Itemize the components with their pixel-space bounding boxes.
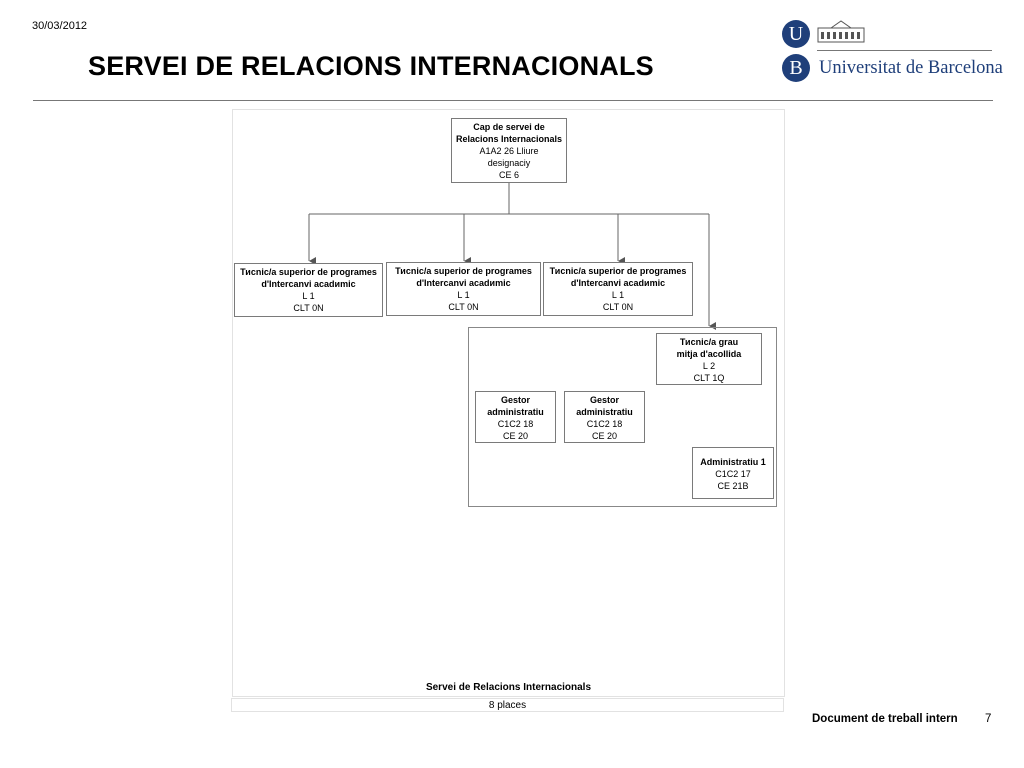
node-title-line: Cap de servei de	[473, 122, 545, 132]
university-logo: U B Universitat de Barcelona	[779, 18, 1003, 88]
date-label: 30/03/2012	[32, 20, 88, 32]
node-title-line: Тиcnic/a grau	[679, 337, 739, 347]
node-detail-line: CE 20	[591, 431, 617, 441]
document-label: Document de treball intern	[812, 713, 958, 725]
page-number: 7	[985, 713, 992, 725]
unit-label: Servei de Relacions Internacionals	[425, 682, 592, 693]
logo-text: Universitat de Barcelona	[819, 58, 1003, 78]
header-divider	[33, 100, 993, 101]
node-title-line: Gestor	[500, 395, 530, 405]
node-detail-line: C1C2 18	[586, 419, 623, 429]
node-detail-line: C1C2 18	[497, 419, 534, 429]
logo-divider	[817, 50, 992, 51]
node-gestor-2: Gestor administratiu C1C2 18 CE 20	[564, 391, 645, 443]
node-detail-line: CE 20	[502, 431, 528, 441]
node-detail-line: A1A2 26 Lliure	[479, 146, 539, 156]
node-title-line: administratiu	[487, 407, 544, 417]
node-title-line: administratiu	[576, 407, 633, 417]
node-title-line: d'Intercanvi acadиmic	[261, 279, 356, 289]
node-title-line: Relacions Internacionals	[455, 134, 563, 144]
node-detail-line: L 2	[702, 361, 716, 371]
node-title-line: Gestor	[589, 395, 619, 405]
node-detail-line: CE 6	[498, 170, 519, 180]
node-detail-line: CE 21B	[717, 481, 749, 491]
building-icon	[817, 20, 865, 43]
node-detail-line: L 1	[302, 291, 315, 301]
logo-seal-b: B	[782, 54, 810, 82]
node-title-line: d'Intercanvi acadиmic	[570, 278, 666, 288]
node-tecnic-superior-2: Тиcnic/a superior de programes d'Interca…	[386, 262, 541, 316]
org-chart-frame	[232, 109, 785, 697]
node-cap-servei: Cap de servei de Relacions Internacional…	[451, 118, 567, 183]
node-detail-line: L 1	[457, 290, 470, 300]
node-title-line: Тиcnic/a superior de programes	[240, 267, 377, 277]
node-title-line: mitja d'acollida	[676, 349, 742, 359]
node-detail-line: designaciу	[487, 158, 531, 168]
node-title-line: Тиcnic/a superior de programes	[395, 266, 532, 276]
node-detail-line: CLT 0N	[602, 302, 634, 312]
node-title-line: Тиcnic/a superior de programes	[549, 266, 687, 276]
node-tecnic-grau-mitja: Тиcnic/a grau mitja d'acollida L 2 CLT 1…	[656, 333, 762, 385]
page-title: SERVEI DE RELACIONS INTERNACIONALS	[88, 51, 654, 81]
node-tecnic-superior-1: Тиcnic/a superior de programes d'Interca…	[234, 263, 383, 317]
node-administratiu: Administratiu 1 C1C2 17 CE 21B	[692, 447, 774, 499]
node-gestor-1: Gestor administratiu C1C2 18 CE 20	[475, 391, 556, 443]
node-detail-line: CLT 1Q	[693, 373, 725, 383]
node-detail-line: L 1	[611, 290, 625, 300]
node-title-line: Administratiu 1	[700, 457, 766, 467]
node-tecnic-superior-3: Тиcnic/a superior de programes d'Interca…	[543, 262, 693, 316]
node-title-line: d'Intercanvi acadиmic	[416, 278, 511, 288]
places-count: 8 places	[231, 698, 784, 712]
node-detail-line: CLT 0N	[448, 302, 479, 312]
team-group-box	[468, 327, 777, 507]
logo-seal-u: U	[782, 20, 810, 48]
node-detail-line: CLT 0N	[293, 303, 324, 313]
node-detail-line: C1C2 17	[715, 469, 751, 479]
